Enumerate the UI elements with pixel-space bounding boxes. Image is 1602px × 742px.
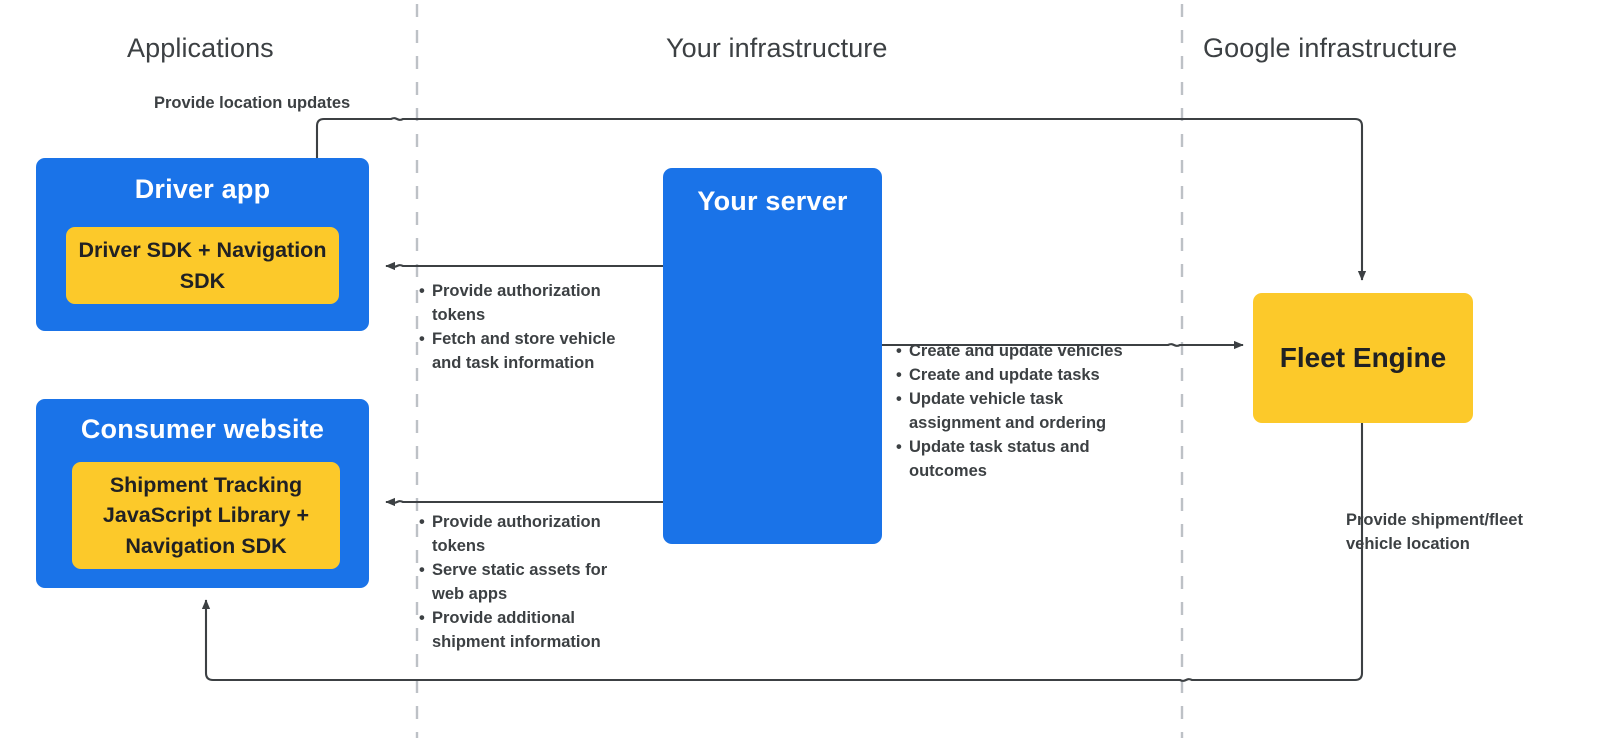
bullet-item: Serve static assets for web apps (419, 559, 634, 607)
node-consumer-website[interactable]: Consumer website Shipment Tracking JavaS… (36, 399, 369, 588)
bullet-list-consumer-to-server: Provide authorization tokensServe static… (419, 511, 634, 655)
bullet-list-consumer-to-server-items: Provide authorization tokensServe static… (419, 511, 634, 655)
node-driver-app-title: Driver app (134, 174, 271, 204)
zone-title-your-infrastructure: Your infrastructure (666, 33, 888, 63)
bullet-list-driver-to-server-items: Provide authorization tokensFetch and st… (419, 280, 644, 376)
connector-server-to-driver-app (385, 261, 663, 271)
bullet-item: Fetch and store vehicle and task informa… (419, 328, 644, 376)
node-your-server[interactable]: Your server (663, 168, 882, 544)
node-consumer-website-title: Consumer website (80, 414, 325, 444)
bullet-list-server-to-fleet-engine-items: Create and update vehiclesCreate and upd… (896, 340, 1151, 484)
node-driver-app[interactable]: Driver app Driver SDK + Navigation SDK (36, 158, 369, 331)
bullet-item: Provide authorization tokens (419, 280, 644, 328)
bullet-item: Update vehicle task assignment and order… (896, 388, 1151, 436)
node-driver-sdk-navigation-sdk[interactable]: Driver SDK + Navigation SDK (66, 227, 339, 304)
node-your-server-title: Your server (697, 186, 848, 216)
node-fleet-engine[interactable]: Fleet Engine (1253, 293, 1473, 423)
bullet-item: Provide authorization tokens (419, 511, 634, 559)
bullet-item: Create and update vehicles (896, 340, 1151, 364)
zone-title-google-infrastructure: Google infrastructure (1203, 33, 1458, 63)
bullet-list-server-to-fleet-engine: Create and update vehiclesCreate and upd… (896, 340, 1151, 484)
bullet-item: Create and update tasks (896, 364, 1151, 388)
zone-title-applications: Applications (127, 33, 274, 63)
bullet-item: Provide additional shipment information (419, 607, 634, 655)
edge-label-provide-shipment-fleet-vehicle-location: Provide shipment/fleet vehicle location (1346, 511, 1523, 553)
node-fleet-engine-title: Fleet Engine (1279, 342, 1447, 373)
node-shipment-tracking-js-library[interactable]: Shipment Tracking JavaScript Library + N… (72, 462, 340, 569)
edge-label-provide-location-updates: Provide location updates (154, 94, 351, 112)
bullet-list-driver-to-server: Provide authorization tokensFetch and st… (419, 280, 644, 376)
connector-server-to-consumer-website (385, 497, 663, 507)
bullet-item: Update task status and outcomes (896, 436, 1151, 484)
